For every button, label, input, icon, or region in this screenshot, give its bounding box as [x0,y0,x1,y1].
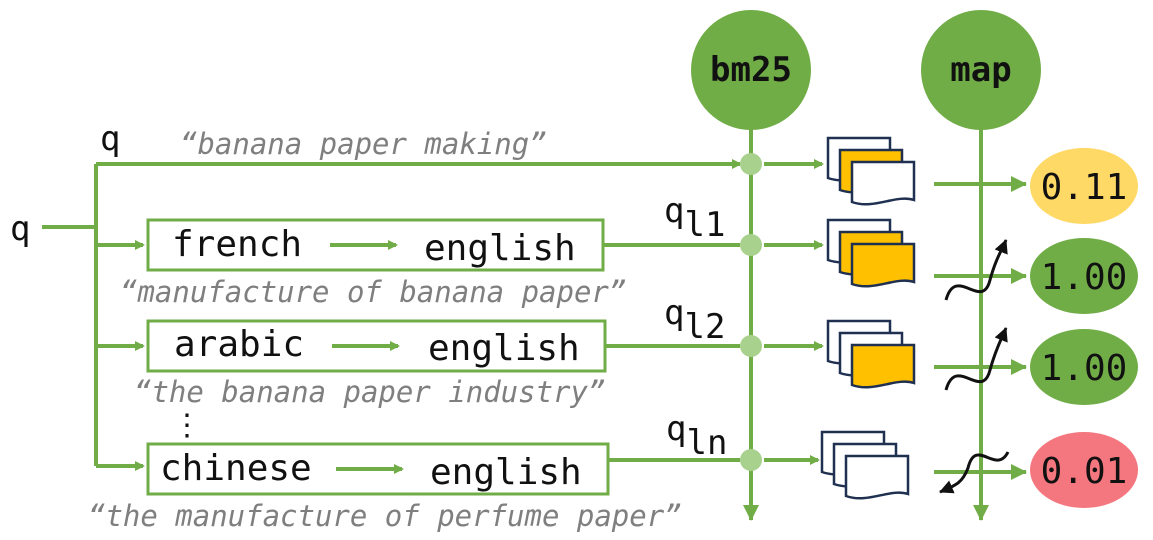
score-value: 1.00 [1041,257,1128,298]
target-language: english [424,228,576,269]
row-query-symbol: q [664,191,684,231]
row-bm25-dot [740,153,762,175]
score-value: 1.00 [1041,348,1128,389]
score-badge [1030,432,1138,508]
input-query-symbol: q [10,209,30,249]
row-chinese: chinese english qln “the manufacture of … [88,409,1138,533]
change-up-icon [944,239,1008,301]
row-bm25-dot [740,234,762,256]
row-original: q “banana paper making” 0.11 [96,119,1138,224]
target-language: english [428,328,580,369]
ellipsis: ⋮ [172,408,202,443]
source-language: arabic [174,324,304,365]
map-label: map [950,50,1011,90]
row-query-subscript: ln [686,423,727,463]
ranked-docs [826,319,916,389]
score-badge [1030,238,1138,314]
row-query-text: “the banana paper industry” [134,375,605,409]
row-query-symbol: q [666,409,686,449]
target-language: english [430,452,582,493]
bm25-label: bm25 [710,50,792,90]
score-value: 0.11 [1041,167,1128,208]
change-down-icon [939,451,1010,494]
ranked-docs [826,218,916,288]
source-language: chinese [160,448,312,489]
row-bm25-dot [740,335,762,357]
row-french: french english ql1 “manufacture of banan… [96,191,1138,314]
row-query-label: ql1 [664,191,725,245]
row-query-text: “banana paper making” [180,127,547,161]
score-badge [1030,329,1138,405]
row-query-symbol: q [664,293,684,333]
score-value: 0.01 [1041,451,1128,492]
row-query-text: “manufacture of banana paper” [120,275,626,309]
row-query-subscript: l1 [684,205,725,245]
translation-box [146,218,605,272]
doc-rank-3 [850,160,916,206]
row-query-label: qln [666,409,727,463]
doc-rank-3 [844,454,910,500]
change-up-icon [944,327,1008,391]
row-query-subscript: l2 [684,307,725,347]
doc-rank-3 [850,343,916,389]
row-query-label: q [100,119,120,159]
row-query-text: “the manufacture of perfume paper” [88,499,682,533]
source-language: french [172,224,302,265]
score-badge [1030,148,1138,224]
row-arabic: arabic english ql2 “the banana paper ind… [96,293,1138,409]
ranked-docs [826,136,916,206]
bm25-circle [691,10,811,130]
row-bm25-dot [740,449,762,471]
doc-rank-3 [850,242,916,288]
map-circle [921,10,1041,130]
row-query-label: ql2 [664,293,725,347]
ranked-docs [820,430,910,500]
